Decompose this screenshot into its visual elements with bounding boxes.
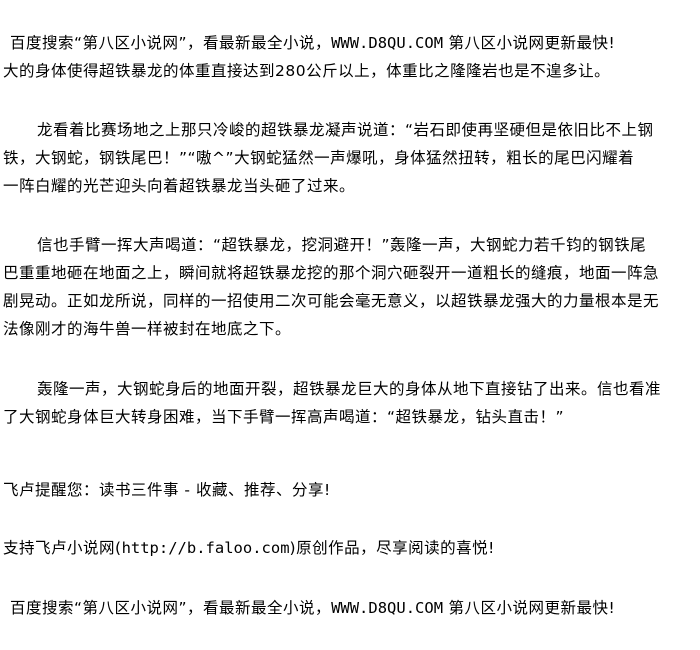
ad-tail: 第八区小说网更新最快! xyxy=(443,34,616,52)
ad-text: 百度搜索“第八区小说网”，看最新最全小说， xyxy=(10,34,332,52)
ad-banner-top: 百度搜索“第八区小说网”，看最新最全小说，WWW.D8QU.COM 第八区小说网… xyxy=(10,33,615,53)
ad-url-link[interactable]: WWW.D8QU.COM xyxy=(331,599,444,617)
paragraph-line: 铁，大钢蛇，钢铁尾巴！”“嗷^”大钢蛇猛然一声爆吼，身体猛然扭转，粗长的尾巴闪耀… xyxy=(3,149,635,167)
ad-tail: 第八区小说网更新最快! xyxy=(443,599,616,617)
faloo-support: 支持飞卢小说网(http://b.faloo.com)原创作品，尽享阅读的喜悦! xyxy=(3,538,495,558)
support-post: )原创作品，尽享阅读的喜悦! xyxy=(289,539,495,557)
paragraph-line: 了大钢蛇身体巨大转身困难，当下手臂一挥高声喝道：“超铁暴龙，钻头直击！” xyxy=(3,408,565,426)
ad-banner-bottom: 百度搜索“第八区小说网”，看最新最全小说，WWW.D8QU.COM 第八区小说网… xyxy=(10,598,615,618)
ad-url-link[interactable]: WWW.D8QU.COM xyxy=(331,34,444,52)
paragraph-line: 信也手臂一挥大声喝道：“超铁暴龙，挖洞避开！”轰隆一声，大钢蛇力若千钧的钢铁尾 xyxy=(37,236,647,254)
faloo-reminder: 飞卢提醒您：读书三件事 - 收藏、推荐、分享! xyxy=(3,481,331,499)
paragraph-line: 大的身体使得超铁暴龙的体重直接达到280公斤以上，体重比之隆隆岩也是不遑多让。 xyxy=(3,62,611,80)
paragraph-line: 轰隆一声，大钢蛇身后的地面开裂，超铁暴龙巨大的身体从地下直接钻了出来。信也看准 xyxy=(37,380,662,398)
paragraph-line: 巴重重地砸在地面之上，瞬间就将超铁暴龙挖的那个洞穴砸裂开一道粗长的缝痕，地面一阵… xyxy=(3,264,660,282)
paragraph-line: 剧晃动。正如龙所说，同样的一招使用二次可能会毫无意义，以超铁暴龙强大的力量根本是… xyxy=(3,292,660,310)
paragraph-line: 一阵白耀的光芒迎头向着超铁暴龙当头砸了过来。 xyxy=(3,177,356,195)
support-pre: 支持飞卢小说网( xyxy=(3,539,122,557)
faloo-url-link[interactable]: http://b.faloo.com xyxy=(121,539,290,557)
paragraph-line: 龙看着比赛场地之上那只冷峻的超铁暴龙凝声说道：“岩石即使再坚硬但是依旧比不上钢 xyxy=(37,121,654,139)
ad-text: 百度搜索“第八区小说网”，看最新最全小说， xyxy=(10,599,332,617)
paragraph-line: 法像刚才的海牛兽一样被封在地底之下。 xyxy=(3,320,292,338)
